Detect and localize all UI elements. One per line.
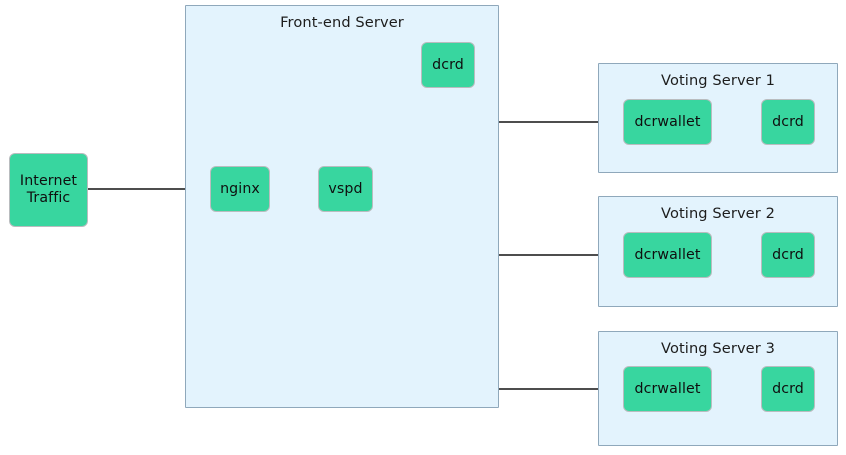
node-nginx[interactable]: nginx <box>210 166 270 212</box>
node-frontend-dcrd[interactable]: dcrd <box>421 42 475 88</box>
node-vs1-dcrd[interactable]: dcrd <box>761 99 815 145</box>
node-vs3-dcrwallet[interactable]: dcrwallet <box>623 366 712 412</box>
node-vspd[interactable]: vspd <box>318 166 373 212</box>
cluster-voting-server-1-label: Voting Server 1 <box>661 72 775 89</box>
cluster-frontend-server-label: Front-end Server <box>280 14 404 31</box>
node-vs1-dcrwallet[interactable]: dcrwallet <box>623 99 712 145</box>
node-vs2-dcrd[interactable]: dcrd <box>761 232 815 278</box>
node-internet-traffic[interactable]: Internet Traffic <box>9 153 88 227</box>
cluster-voting-server-2-label: Voting Server 2 <box>661 205 775 222</box>
node-vs3-dcrd[interactable]: dcrd <box>761 366 815 412</box>
node-vs2-dcrwallet[interactable]: dcrwallet <box>623 232 712 278</box>
cluster-voting-server-3-label: Voting Server 3 <box>661 340 775 357</box>
